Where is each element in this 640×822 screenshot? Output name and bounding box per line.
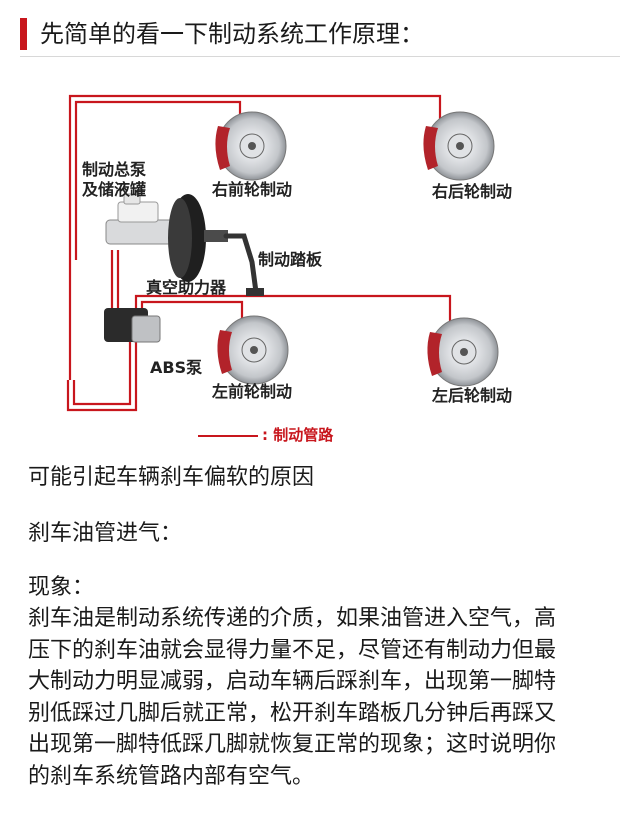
label-rear-right: 右后轮制动 — [432, 182, 513, 201]
label-booster: 真空助力器 — [146, 278, 227, 297]
paragraph-line: 大制动力明显减弱，启动车辆后踩刹车，出现第一脚特 — [28, 669, 557, 694]
brake-diagram-graphic — [66, 94, 499, 412]
disc-front-left — [217, 315, 289, 385]
label-front-left: 左前轮制动 — [212, 382, 293, 401]
cause-heading: 可能引起车辆刹车偏软的原因 — [28, 465, 315, 490]
vacuum-booster — [168, 194, 228, 282]
label-pedal: 制动踏板 — [258, 250, 323, 269]
brake-pedal — [223, 233, 264, 296]
paragraph-line: 别低踩过几脚后就正常，松开刹车踏板几分钟后再踩又 — [28, 700, 557, 726]
disc-rear-right — [423, 111, 495, 181]
brake-system-diagram: 制动总泵 及储液罐 右前轮制动 右后轮制动 制动踏板 真空助力器 ABS泵 左前… — [20, 70, 620, 454]
master-cylinder — [105, 193, 177, 245]
label-rear-left: 左后轮制动 — [432, 386, 513, 405]
accent-bar — [20, 18, 27, 50]
disc-front-right — [215, 111, 287, 181]
cause-subheading: 刹车油管进气： — [28, 521, 183, 546]
legend-text: : 制动管路 — [262, 426, 334, 444]
label-front-right: 右前轮制动 — [212, 180, 293, 199]
section-header: 先简单的看一下制动系统工作原理： — [20, 14, 620, 57]
label-master-cylinder-1: 制动总泵 — [82, 160, 147, 179]
pipe-legend: : 制动管路 — [198, 424, 333, 445]
abs-pump — [104, 308, 161, 343]
header-divider — [20, 56, 620, 57]
legend-line — [198, 434, 258, 437]
paragraph-line: 刹车油是制动系统传递的介质，如果油管进入空气，高 — [28, 606, 557, 631]
paragraph-line: 出现第一脚特低踩几脚就恢复正常的现象；这时说明你 — [28, 732, 557, 757]
paragraph-line: 的刹车系统管路内部有空气。 — [28, 763, 315, 789]
label-abs: ABS泵 — [150, 358, 203, 377]
phenomenon-paragraph: 刹车油是制动系统传递的介质，如果油管进入空气，高 压下的刹车油就会显得力量不足，… — [28, 603, 618, 792]
section-title: 先简单的看一下制动系统工作原理： — [40, 20, 424, 48]
label-master-cylinder-2: 及储液罐 — [82, 180, 147, 199]
disc-rear-left — [427, 317, 499, 387]
paragraph-line: 压下的刹车油就会显得力量不足，尽管还有制动力但最 — [28, 637, 557, 663]
phenomenon-label: 现象： — [28, 575, 95, 600]
